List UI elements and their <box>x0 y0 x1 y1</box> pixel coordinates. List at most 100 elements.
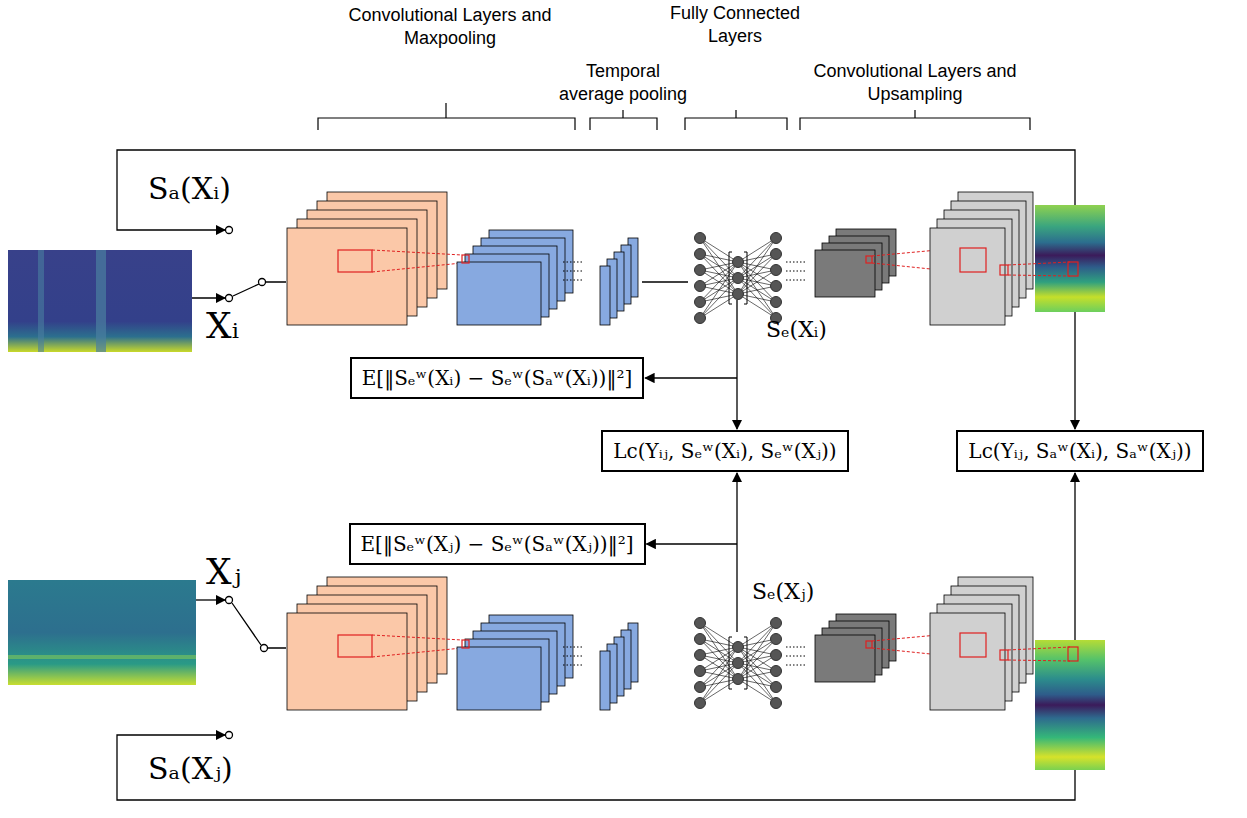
kernel <box>462 640 469 648</box>
fc-link <box>700 663 738 703</box>
feature-map <box>930 613 1005 710</box>
fc-link <box>738 238 776 278</box>
neuron <box>695 698 706 709</box>
neuron <box>733 658 744 669</box>
signal-label: Sₑ(Xᵢ) <box>766 318 827 342</box>
neuron <box>771 682 782 693</box>
feature-map <box>457 262 541 325</box>
neuron <box>695 634 706 645</box>
switch-contacts <box>226 227 268 739</box>
ellipsis <box>563 656 583 657</box>
arrow <box>736 300 737 429</box>
fc-link <box>738 294 776 318</box>
ellipsis <box>786 280 806 281</box>
kernel <box>866 256 872 263</box>
neuron <box>733 674 744 685</box>
ellipsis <box>563 665 583 666</box>
neuron <box>771 666 782 677</box>
neuron <box>771 698 782 709</box>
ellipsis <box>563 271 583 272</box>
kernel-link <box>372 250 462 255</box>
feature-map <box>600 651 610 710</box>
kernel <box>1068 647 1078 661</box>
neuron <box>695 281 706 292</box>
fc-link <box>738 262 776 302</box>
kernel-link <box>1008 647 1070 650</box>
kernel-link <box>372 648 462 657</box>
kernel <box>960 633 986 657</box>
fc-link <box>700 623 738 663</box>
feature-map <box>457 647 541 710</box>
heat-map <box>1035 640 1105 770</box>
neuron <box>771 618 782 629</box>
wires <box>117 150 1075 800</box>
ellipsis <box>786 647 806 648</box>
fc-link <box>700 679 738 703</box>
kernel <box>1000 265 1008 275</box>
arrow <box>647 543 738 544</box>
section-heading: Convolutional Layers and Upsampling <box>813 60 1018 105</box>
neuron <box>695 682 706 693</box>
neuron <box>771 634 782 645</box>
fc-link <box>700 294 738 318</box>
kernel-link <box>1008 275 1070 276</box>
loss-box: E[‖Sₑʷ(Xᵢ) − Sₑʷ(Sₐʷ(Xᵢ))‖²] <box>350 357 644 399</box>
signal-label: Sₐ(Xⱼ) <box>148 752 233 785</box>
fc-link <box>738 254 776 294</box>
neuron <box>771 650 782 661</box>
loss-box: E[‖Sₑʷ(Xⱼ) − Sₑʷ(Sₐʷ(Xⱼ))‖²] <box>349 523 646 565</box>
kernel <box>1068 262 1078 276</box>
fc-link <box>700 639 738 679</box>
loss-formula: Lc(Yᵢⱼ, Sₑʷ(Xᵢ), Sₑʷ(Xⱼ)) <box>613 438 836 464</box>
ellipsis <box>563 262 583 263</box>
feature-map <box>600 266 610 325</box>
fc-link <box>700 647 738 687</box>
ellipsis <box>786 656 806 657</box>
kernel-link <box>1008 262 1070 265</box>
neuron <box>771 297 782 308</box>
fc-link <box>738 647 776 687</box>
fc-link <box>700 278 738 318</box>
fc-link <box>738 639 776 679</box>
feature-map <box>815 635 875 682</box>
loss-box: Lc(Yᵢⱼ, Sₑʷ(Xᵢ), Sₑʷ(Xⱼ)) <box>601 430 848 472</box>
brackets <box>318 103 1030 130</box>
kernel <box>338 250 372 272</box>
ellipsis <box>786 262 806 263</box>
heat-map <box>1035 205 1105 312</box>
signal-label: Sₑ(Xⱼ) <box>752 580 814 604</box>
bracket <box>729 637 747 689</box>
fc-link <box>700 254 738 294</box>
section-heading: Convolutional Layers and Maxpooling <box>348 4 553 49</box>
feature-map <box>815 250 875 297</box>
neuron <box>695 297 706 308</box>
fc-link <box>738 623 776 663</box>
neuron <box>695 265 706 276</box>
kernel <box>338 635 372 657</box>
neuron <box>771 233 782 244</box>
neuron <box>733 257 744 268</box>
fc-link <box>700 262 738 302</box>
neuron <box>695 650 706 661</box>
loss-formula: E[‖Sₑʷ(Xᵢ) − Sₑʷ(Sₐʷ(Xᵢ))‖²] <box>362 365 632 391</box>
kernel-link <box>1008 660 1070 661</box>
fc-link <box>738 663 776 703</box>
kernel <box>960 248 986 272</box>
bracket <box>729 252 747 304</box>
signal-label: Xᵢ <box>206 306 239 346</box>
fc-link <box>738 679 776 703</box>
neuron <box>695 233 706 244</box>
arrow <box>1074 473 1075 640</box>
neuron <box>695 666 706 677</box>
ellipsis <box>786 665 806 666</box>
section-heading: Fully Connected Layers <box>655 2 815 47</box>
feature-map <box>287 228 407 325</box>
arrow <box>1074 312 1075 429</box>
neuron <box>771 265 782 276</box>
neuron <box>771 249 782 260</box>
arrow <box>645 377 737 378</box>
feature-map <box>930 228 1005 325</box>
ellipsis <box>786 271 806 272</box>
